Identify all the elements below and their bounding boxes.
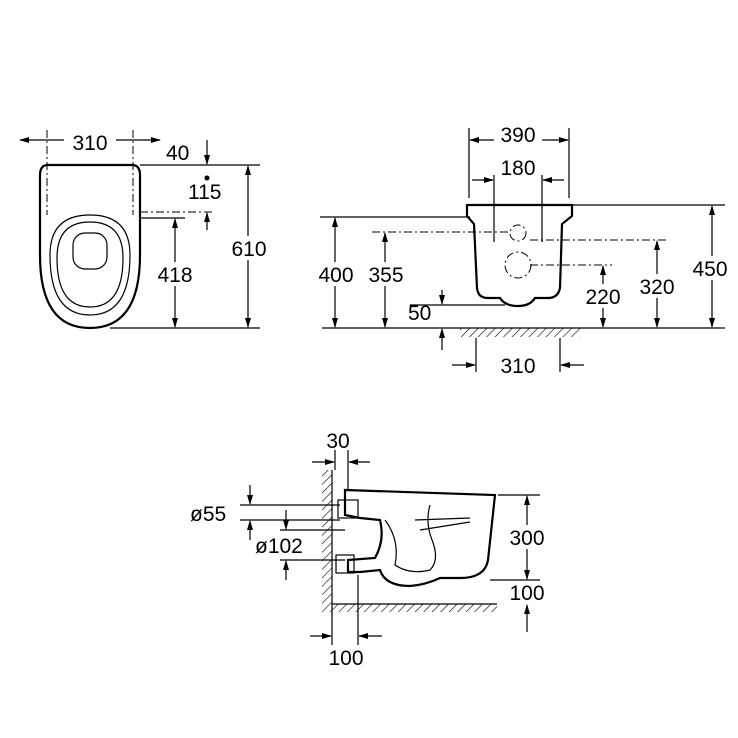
waste-connector: [335, 554, 355, 574]
front-view: 390 180 400 355 50 220 320 450 310: [313, 124, 734, 378]
dim-total-height: 450: [692, 258, 727, 281]
dim-bowl-height: 300: [509, 527, 544, 550]
top-view: 310 40 115 610 418: [19, 128, 272, 330]
dim-bolt-spacing: 180: [500, 157, 535, 180]
dim-waste-diameter: ø102: [255, 535, 303, 558]
trap-outline: [384, 504, 437, 573]
bowl-inner: [56, 221, 124, 308]
wall-hatch: [322, 470, 332, 612]
dim-front-width: 390: [500, 124, 535, 147]
inlet-connector: [337, 499, 359, 519]
bowl-outlet: [72, 232, 108, 270]
dim-fixing-height: 320: [639, 276, 674, 299]
dim-inlet-height: 355: [368, 264, 403, 287]
rim-detail: [414, 517, 471, 531]
dim-seat-distance: 418: [157, 264, 192, 287]
dim-offset: 40: [166, 142, 189, 165]
waste-hole: [504, 251, 532, 279]
inlet-hole: [509, 224, 527, 242]
bowl-outline-side: [343, 488, 497, 588]
dim-floor-width: 310: [500, 355, 535, 378]
toilet-outline-front: [465, 203, 574, 308]
reference-dot: [204, 175, 210, 181]
dim-bolt-distance: 115: [188, 181, 221, 204]
toilet-outline-top: [38, 163, 142, 330]
dim-length: 610: [231, 238, 266, 261]
dim-wall-gap: 30: [326, 430, 349, 453]
dim-floor-gap: 50: [408, 302, 431, 325]
seat-outline: [49, 214, 131, 316]
side-view: 30 ø55 ø102 300 100 100: [190, 430, 552, 670]
dim-wall-distance: 100: [328, 647, 363, 670]
dim-height-left: 400: [318, 264, 353, 287]
floor-hatch-side: [332, 604, 497, 612]
dim-width: 310: [72, 132, 107, 155]
floor-hatch-front: [460, 328, 580, 337]
dim-side-floor-gap: 100: [509, 582, 544, 605]
dim-inlet-diameter: ø55: [190, 503, 226, 526]
dim-waste-height: 220: [585, 286, 620, 309]
